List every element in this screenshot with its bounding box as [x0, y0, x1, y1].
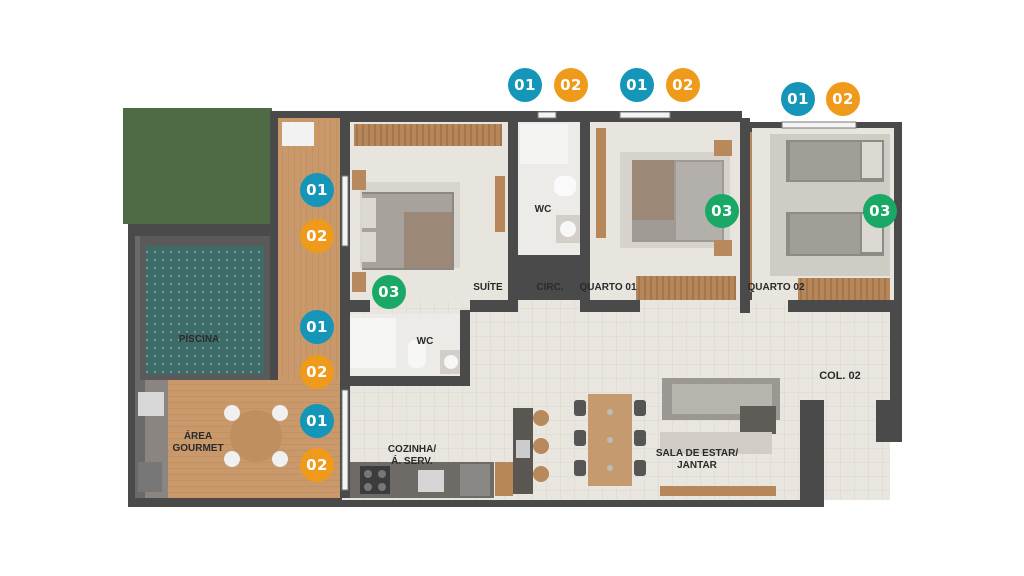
room-label-circ: CIRC.: [536, 282, 564, 293]
marker-01-wc-deck[interactable]: 01: [300, 310, 334, 344]
room-label-quarto02: QUARTO 02: [747, 282, 805, 293]
room-label-piscina: PÍSCINA: [178, 334, 220, 345]
marker-01-quarto02-window[interactable]: 01: [781, 82, 815, 116]
room-label-cozinha: COZINHA/ Á. SERV.: [387, 444, 437, 467]
tv-panel: [660, 486, 776, 496]
room-label-wc-suite: WC: [534, 204, 552, 215]
room-label-sala: SALA DE ESTAR/ JANTAR: [655, 448, 739, 471]
marker-02-gourmet[interactable]: 02: [300, 448, 334, 482]
room-label-col02: COL. 02: [819, 370, 861, 382]
marker-01-circ-window[interactable]: 01: [508, 68, 542, 102]
marker-02-quarto01-window[interactable]: 02: [666, 68, 700, 102]
marker-02-quarto02-window[interactable]: 02: [826, 82, 860, 116]
room-label-suite: SUÍTE: [473, 282, 503, 293]
quarto01-closet: [636, 276, 736, 300]
marker-03-quarto01[interactable]: 03: [705, 194, 739, 228]
pool: [146, 246, 264, 374]
marker-01-gourmet[interactable]: 01: [300, 404, 334, 438]
garden-area: [123, 108, 272, 224]
quarto02-closet: [798, 278, 890, 302]
marker-02-circ-window[interactable]: 02: [554, 68, 588, 102]
marker-01-quarto01-window[interactable]: 01: [620, 68, 654, 102]
marker-03-suite[interactable]: 03: [372, 275, 406, 309]
marker-03-quarto02[interactable]: 03: [863, 194, 897, 228]
gourmet-table: [230, 410, 282, 462]
room-label-wc-social: WC: [416, 336, 434, 347]
room-label-quarto01: QUARTO 01: [579, 282, 637, 293]
room-label-area-gourmet: ÁREA GOURMET: [172, 431, 224, 454]
marker-02-wc-deck[interactable]: 02: [300, 355, 334, 389]
marker-01-suite-deck[interactable]: 01: [300, 173, 334, 207]
suite-closet: [354, 124, 502, 146]
marker-02-suite-deck[interactable]: 02: [300, 219, 334, 253]
